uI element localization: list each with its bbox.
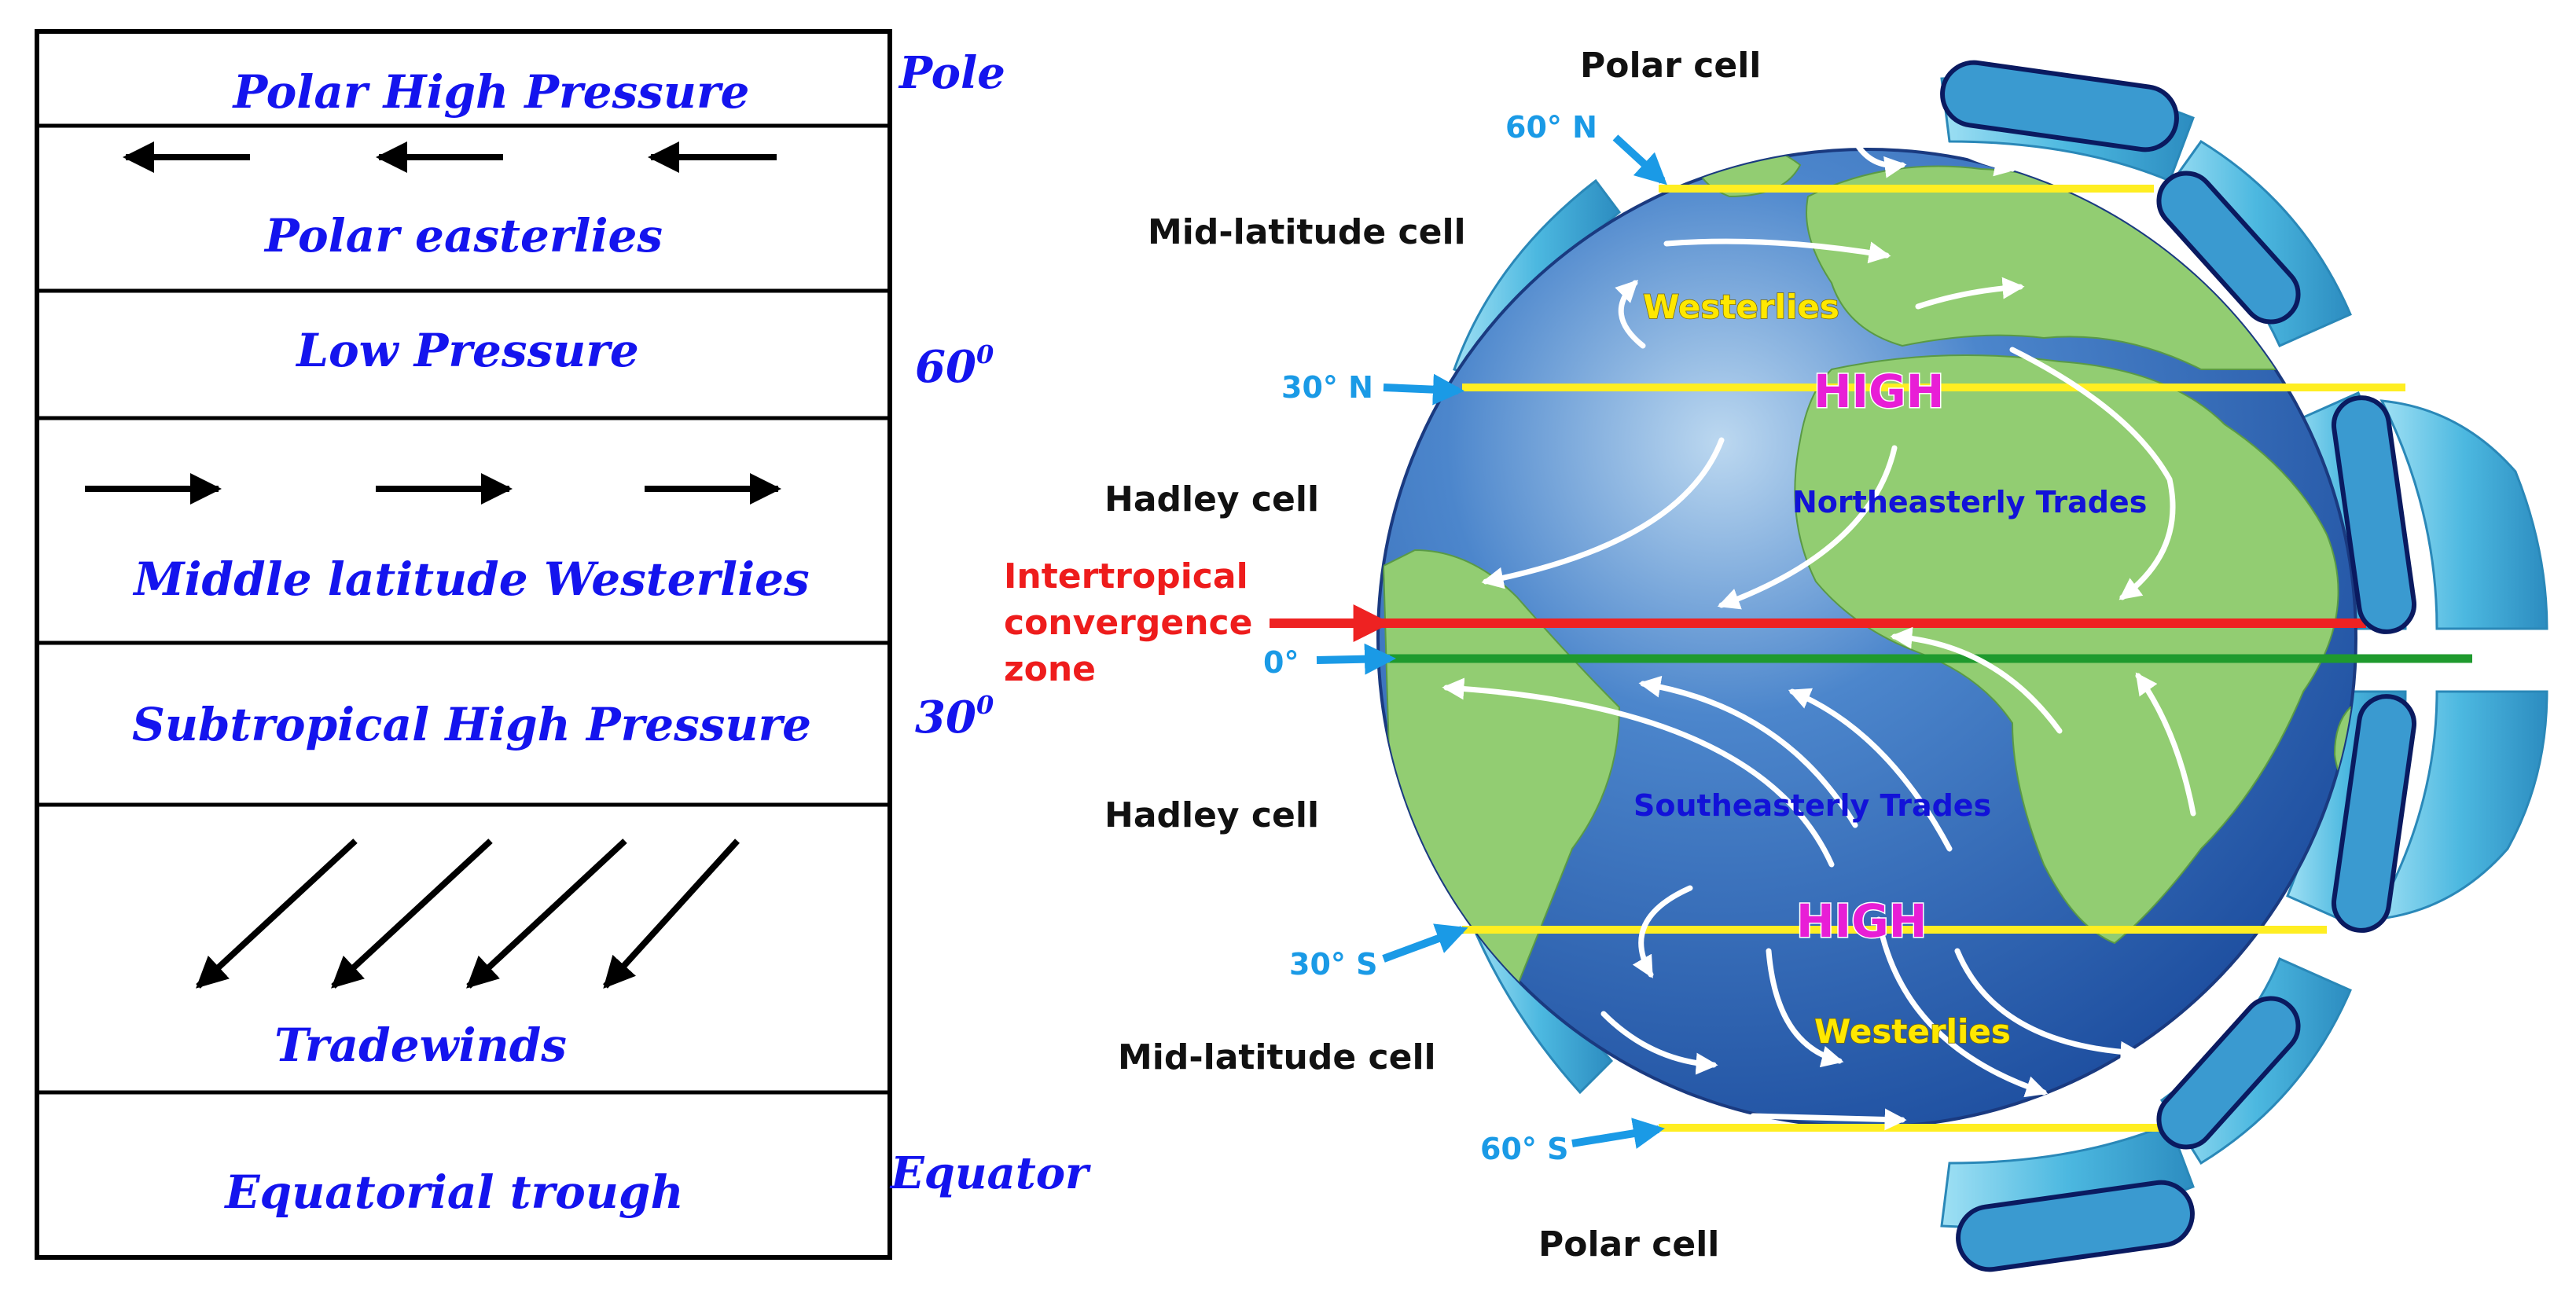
row-low-pressure: Low Pressure <box>295 324 639 377</box>
hadley-loop-north <box>2331 395 2417 634</box>
polar-cell-top-label: Polar cell <box>1580 46 1761 86</box>
lat-60-label: 600 <box>915 340 994 393</box>
hadley-cell-south-label: Hadley cell <box>1104 795 1319 835</box>
row-dividers <box>37 123 890 1095</box>
latitude-lines <box>1462 185 2405 1132</box>
polar-cell-bottom-label: Polar cell <box>1538 1224 1719 1264</box>
latitude-pointers <box>1316 134 1667 1149</box>
tradewind-arrows <box>196 839 740 989</box>
mid-loop-south <box>2156 996 2301 1150</box>
polar-loop-north <box>1940 60 2179 152</box>
row-tradewinds: Tradewinds <box>274 1019 567 1072</box>
row-subtropical-high-pressure: Subtropical High Pressure <box>132 698 811 751</box>
lat-30n-label: 30° N <box>1281 370 1373 405</box>
southwest-arrow <box>196 839 358 989</box>
mid-latitude-cell-south-label: Mid-latitude cell <box>1118 1037 1436 1077</box>
africa-landmass <box>1794 354 2339 945</box>
lat-30-label: 300 <box>915 690 994 743</box>
row-middle-latitude-westerlies: Middle latitude Westerlies <box>132 552 809 606</box>
globe-labels: Polar cell Mid-latitude cell Hadley cell… <box>1004 46 2147 1264</box>
hadley-cell-north-label: Hadley cell <box>1104 479 1319 519</box>
cell-circulation-loops <box>1940 60 2417 1272</box>
row-polar-easterlies: Polar easterlies <box>263 209 663 262</box>
lat-60n-label: 60° N <box>1505 110 1597 145</box>
westerlies-north-label: Westerlies <box>1643 288 1839 326</box>
southwest-arrow <box>331 839 493 989</box>
westerlies-south-label: Westerlies <box>1814 1012 2011 1051</box>
lat-0-label: 0° <box>1263 645 1299 680</box>
row-equatorial-trough: Equatorial trough <box>223 1165 683 1219</box>
latitude-side-labels: Pole 600 300 Equator <box>889 47 1091 1199</box>
itcz-label: Intertropical convergence zone <box>1004 556 1265 689</box>
southeasterly-trades-label: Southeasterly Trades <box>1633 788 1991 823</box>
europe-landmass <box>1806 165 2281 370</box>
southwest-arrow <box>603 839 740 989</box>
pressure-belt-table: Polar High Pressure Polar easterlies Low… <box>35 29 892 1260</box>
high-north-label: HIGH <box>1813 365 1944 418</box>
southwest-arrow <box>466 839 627 989</box>
wind-arrows <box>1442 138 2196 1182</box>
globe-circulation <box>1270 60 2548 1272</box>
mid-latitude-cell-north-label: Mid-latitude cell <box>1148 212 1466 252</box>
lat-30s-label: 30° S <box>1289 947 1377 982</box>
mid-loop-north <box>2156 171 2301 325</box>
northeasterly-trades-label: Northeasterly Trades <box>1792 485 2147 519</box>
pole-label: Pole <box>898 47 1005 99</box>
high-south-label: HIGH <box>1796 894 1927 948</box>
row-polar-high-pressure: Polar High Pressure <box>232 65 750 119</box>
polar-loop-south <box>1956 1180 2195 1272</box>
equator-band <box>2372 399 2548 921</box>
lat-60s-label: 60° S <box>1480 1132 1568 1166</box>
equator-label: Equator <box>889 1147 1091 1199</box>
hadley-loop-south <box>2331 694 2417 933</box>
